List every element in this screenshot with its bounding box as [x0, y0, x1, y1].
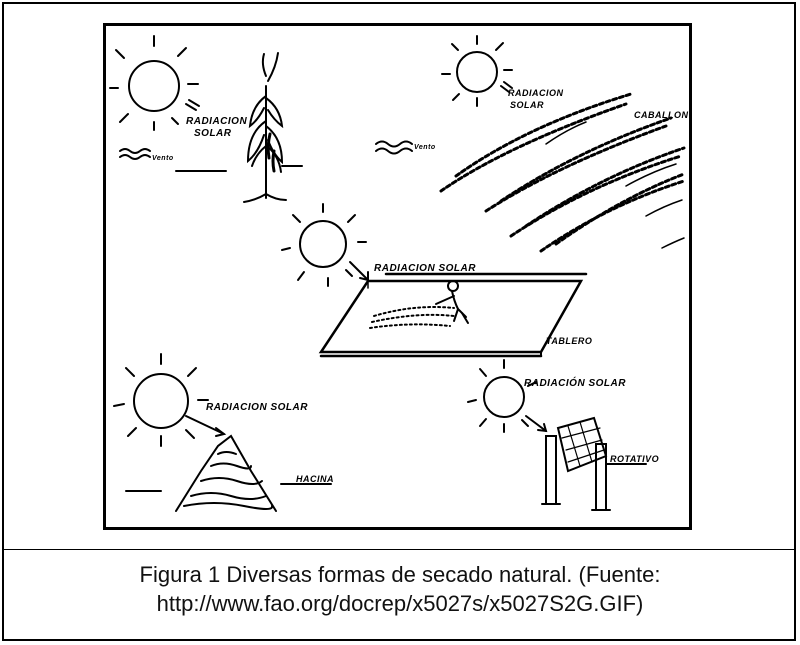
label-radiacion-solar-tr-2: SOLAR	[510, 100, 544, 110]
row-divider	[2, 549, 796, 550]
sun-icon	[109, 35, 199, 131]
drying-table-drawing	[318, 272, 588, 358]
label-caballon: CABALLON	[634, 110, 689, 120]
rotary-dryer-drawing	[541, 416, 611, 511]
label-radiacion-solar-center: RADIACION SOLAR	[374, 263, 476, 274]
label-radiacion-solar-bl: RADIACION SOLAR	[206, 402, 308, 413]
label-viento-tl: Vento	[152, 155, 174, 162]
sun-icon	[441, 35, 513, 107]
hay-stack-drawing	[175, 434, 277, 512]
drying-methods-illustration: RADIACION SOLAR Vento RADIACION SOLAR CA…	[103, 23, 692, 530]
sun-icon	[113, 353, 209, 447]
label-radiacion-solar-tl-1: RADIACION	[186, 116, 247, 127]
label-rotativo: ROTATIVO	[610, 454, 659, 464]
label-hacina: HACINA	[296, 474, 334, 484]
sun-icon	[467, 359, 537, 433]
figure-caption: Figura 1 Diversas formas de secado natur…	[0, 560, 800, 618]
caption-line-2: http://www.fao.org/docrep/x5027s/x5027S2…	[156, 591, 644, 616]
label-tablero: TABLERO	[546, 336, 592, 346]
sun-icon	[281, 203, 367, 287]
label-radiacion-solar-tl-2: SOLAR	[194, 128, 232, 139]
illustration-drawing: RADIACION SOLAR Vento RADIACION SOLAR CA…	[109, 35, 689, 512]
label-viento-tr: Vento	[414, 144, 436, 151]
windrows-drawing	[439, 92, 686, 253]
label-radiacion-solar-br: RADIACIÓN SOLAR	[524, 376, 626, 389]
label-radiacion-solar-tr-1: RADIACION	[508, 88, 564, 98]
caption-line-1: Figura 1 Diversas formas de secado natur…	[139, 562, 661, 587]
maize-plant-drawing	[243, 52, 287, 203]
